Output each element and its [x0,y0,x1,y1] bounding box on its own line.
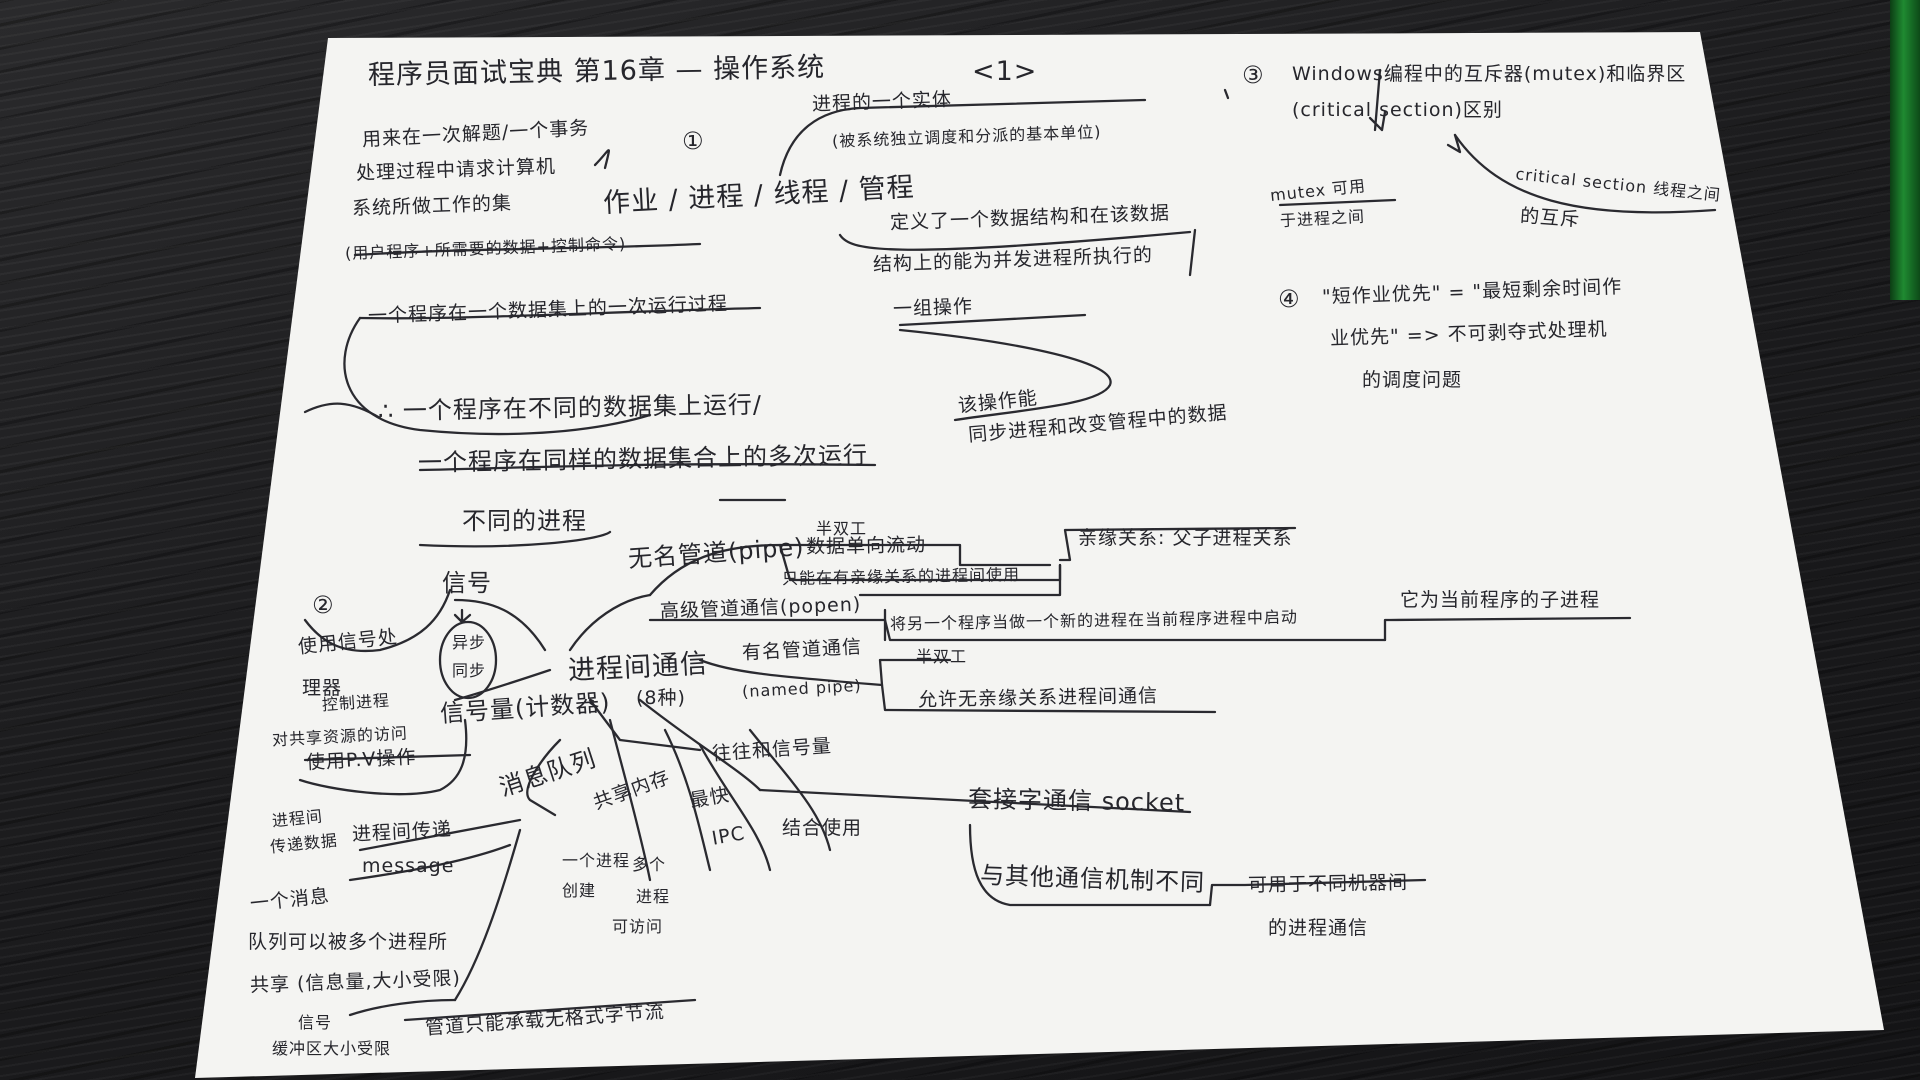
async-label: 异步 [452,633,487,652]
kinship-definition: 亲缘关系: 父子进程关系 [1078,527,1293,549]
named-pipe-half-duplex: 半双工 [916,647,968,666]
process-definition-line4: 不同的进程 [462,507,587,535]
ipc-count: (8种) [636,687,686,709]
message-english: message [362,855,455,877]
named-pipe-description: 允许无亲缘关系进程间通信 [917,684,1159,712]
signal-label: 信号 [442,569,492,597]
signal-limit-line1: 信号 [298,1013,333,1032]
shm-access-line1: 多个 [632,855,667,874]
shm-create-line2: 创建 [562,881,597,900]
monitor-definition-line3: 一组操作 [892,295,974,321]
queue-share-line1: 队列可以被多个进程所 [248,931,449,953]
shm-access-line3: 可访问 [612,917,664,936]
signal-limit-line2: 缓冲区大小受限 [272,1039,392,1058]
page-number: <1> [972,56,1038,87]
popen-description-2: 它为当前程序的子进程 [1400,589,1601,611]
section-2-number: ② [312,591,335,619]
signal-handler-line2: 理器 [302,677,343,699]
socket-label: 套接字通信 socket [967,785,1186,817]
section-1-number: ① [682,127,705,155]
mutex-title-line2: (critical section)区别 [1292,99,1503,121]
green-object-edge [1890,0,1920,300]
sjf-line3: 的调度问题 [1362,369,1463,391]
socket-description-line2: 的进程通信 [1268,917,1369,939]
half-duplex-note: 半双工 [816,519,868,538]
with-semaphore-line2: 结合使用 [782,817,863,839]
mutex-title-line1: Windows编程中的互斥器(mutex)和临界区 [1292,63,1687,85]
socket-description-line1: 可用于不同机器间 [1247,871,1409,897]
section-3-number: ③ [1242,61,1265,89]
section-4-number: ④ [1278,285,1301,313]
shm-access-line2: 进程 [636,887,671,906]
one-way-flow: 数据单向流动 [805,533,927,559]
shm-create-line1: 一个进程 [562,851,631,870]
sync-label: 同步 [452,661,487,680]
mind-map-lines [298,68,1717,1022]
critical-section-line2: 的互斥 [1519,204,1581,232]
